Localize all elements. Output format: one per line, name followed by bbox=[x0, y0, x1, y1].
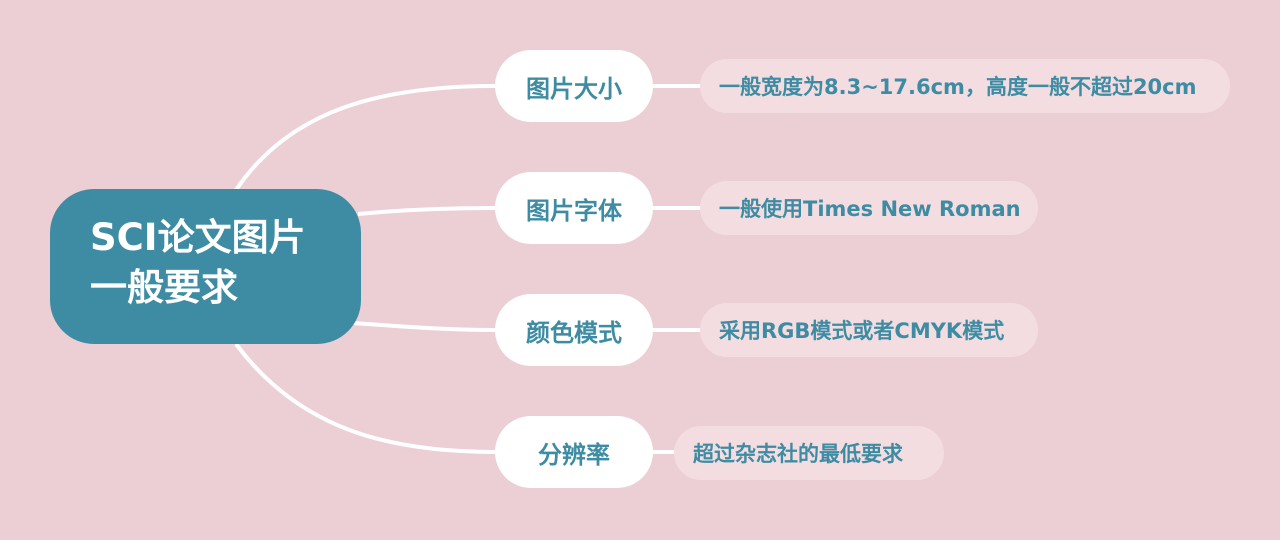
root-topic-node[interactable]: SCI论文图片 一般要求 bbox=[50, 189, 361, 344]
detail-node-color-mode[interactable]: 采用RGB模式或者CMYK模式 bbox=[700, 303, 1038, 357]
detail-node-image-size[interactable]: 一般宽度为8.3~17.6cm，高度一般不超过20cm bbox=[700, 59, 1230, 113]
branch-node-image-size[interactable]: 图片大小 bbox=[495, 50, 653, 122]
connector-root-branch-4 bbox=[234, 342, 496, 454]
branch-node-image-font[interactable]: 图片字体 bbox=[495, 172, 653, 244]
branch-node-resolution[interactable]: 分辨率 bbox=[495, 416, 653, 488]
root-topic-line-1: SCI论文图片 bbox=[90, 216, 306, 259]
root-topic-line-2: 一般要求 bbox=[90, 266, 238, 309]
detail-node-resolution[interactable]: 超过杂志社的最低要求 bbox=[674, 426, 944, 480]
connector-root-branch-1 bbox=[234, 84, 496, 192]
connector-root-branch-2 bbox=[357, 206, 496, 216]
branch-node-color-mode[interactable]: 颜色模式 bbox=[495, 294, 653, 366]
detail-node-image-font[interactable]: 一般使用Times New Roman bbox=[700, 181, 1038, 235]
connector-root-branch-3 bbox=[351, 321, 496, 332]
